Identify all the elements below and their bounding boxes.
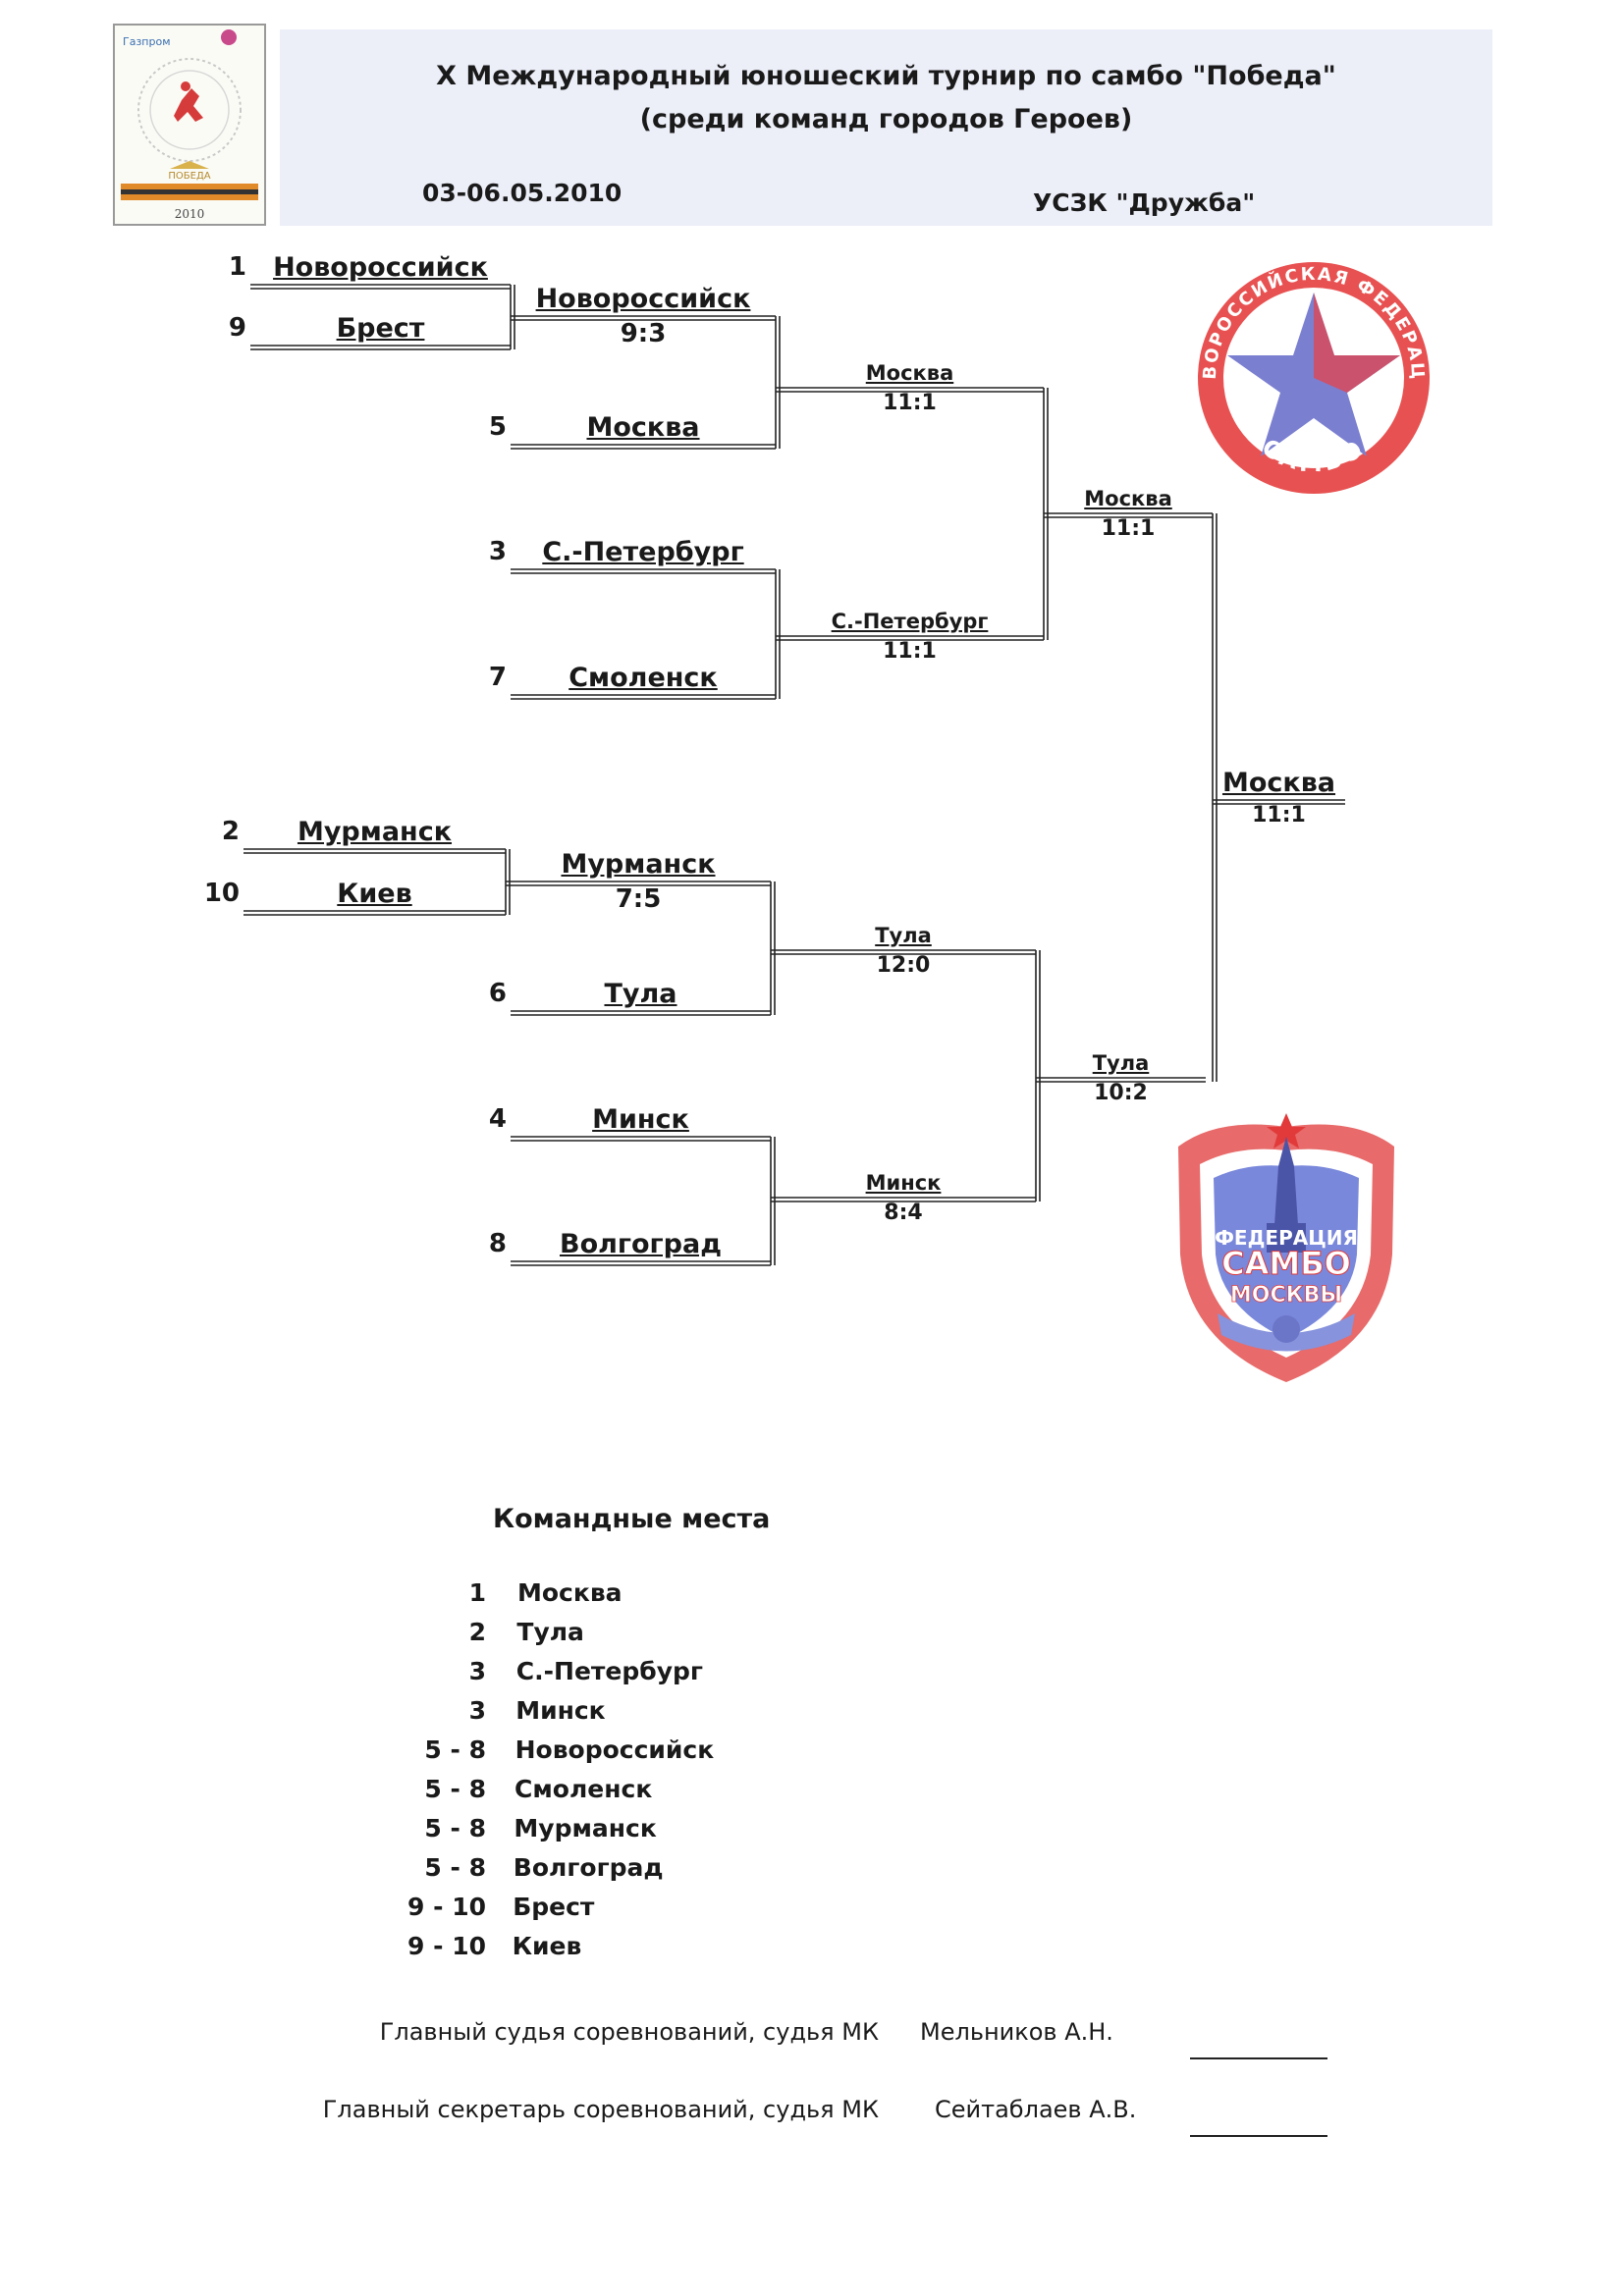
place-team: Мурманск (514, 1814, 657, 1842)
place-team: Новороссийск (514, 1735, 715, 1764)
seed-number: 7 (488, 663, 507, 692)
logo-banner-text: ПОБЕДА (168, 171, 210, 182)
match-winner: Москва (865, 361, 954, 385)
match-score: 9:3 (620, 319, 667, 348)
official-role: Главный судья соревнований, судья МК (379, 2018, 879, 2046)
entry-team: Тула (604, 979, 677, 1009)
header-band (280, 29, 1492, 226)
victory-tournament-logo-icon: Газпром ПОБЕДА 2010 (113, 24, 266, 226)
entry-team: С.-Петербург (542, 537, 744, 567)
place-number: 9 - 10 (407, 1893, 486, 1921)
match-winner: Тула (875, 924, 932, 947)
place-number: 5 - 8 (424, 1775, 486, 1803)
place-team: Киев (512, 1932, 582, 1960)
match-score: 10:2 (1094, 1081, 1148, 1105)
novorossiysk-sambo-star-logo-icon: НОВОРОССИЙСКАЯ ФЕДЕРАЦИЯ САМБО (1167, 240, 1430, 494)
dates: 03-06.05.2010 (422, 179, 623, 207)
logo-year: 2010 (175, 207, 205, 221)
place-team: Смоленск (514, 1775, 653, 1803)
place-team: Тула (516, 1618, 584, 1646)
place-team: Москва (517, 1578, 623, 1607)
place-team: С.-Петербург (515, 1657, 703, 1685)
match-winner: Тула (1092, 1051, 1150, 1075)
place-team: Брест (513, 1893, 595, 1921)
place-number: 5 - 8 (424, 1814, 486, 1842)
place-number: 9 - 10 (407, 1932, 486, 1960)
signature-line (1190, 2057, 1327, 2059)
match-score: 7:5 (615, 884, 662, 914)
entry-team: Волгоград (559, 1229, 723, 1259)
seed-number: 8 (488, 1229, 507, 1258)
match-score: 11:1 (1101, 516, 1156, 541)
places-title: Командные места (493, 1504, 771, 1534)
place-number: 1 (468, 1578, 486, 1607)
entry-team: Смоленск (568, 663, 718, 693)
title-line-2: (среди команд городов Героев) (639, 104, 1133, 134)
official-role: Главный секретарь соревнований, судья МК (322, 2096, 879, 2123)
shield-line-2: САМБО (1221, 1245, 1351, 1282)
match-score: 11:1 (1252, 803, 1306, 828)
seed-number: 9 (228, 313, 246, 343)
match-score: 12:0 (876, 953, 931, 978)
match-winner: Новороссийск (535, 284, 751, 314)
seed-number: 1 (228, 252, 246, 282)
top-right-logo: НОВОРОССИЙСКАЯ ФЕДЕРАЦИЯ САМБО (1167, 240, 1451, 501)
shield-line-3: МОСКВЫ (1230, 1283, 1342, 1308)
shield-line-1: ФЕДЕРАЦИЯ (1215, 1226, 1358, 1250)
entry-team: Минск (592, 1104, 689, 1135)
bottom-right-logo: ФЕДЕРАЦИЯ САМБО МОСКВЫ (1159, 1107, 1414, 1387)
seed-number: 10 (203, 879, 240, 908)
signature-line (1190, 2135, 1327, 2137)
match-winner: С.-Петербург (831, 610, 989, 633)
match-score: 11:1 (883, 639, 937, 664)
bracket-lines (244, 284, 1345, 1266)
venue: УСЗК "Дружба" (1033, 188, 1256, 217)
left-logo: Газпром ПОБЕДА 2010 (111, 22, 268, 228)
moscow-sambo-federation-shield-icon: ФЕДЕРАЦИЯ САМБО МОСКВЫ (1178, 1113, 1394, 1382)
title-line-1: X Международный юношеский турнир по самб… (436, 61, 1336, 91)
official-name: Сейтаблаев А.В. (935, 2096, 1137, 2123)
place-number: 5 - 8 (424, 1735, 486, 1764)
seed-number: 6 (488, 979, 507, 1008)
entry-team: Москва (586, 412, 700, 443)
match-winner: Минск (865, 1171, 942, 1195)
logo-top-text: Газпром (123, 35, 171, 48)
entry-team: Новороссийск (273, 252, 488, 283)
place-number: 3 (468, 1696, 486, 1725)
official-name: Мельников А.Н. (920, 2018, 1113, 2046)
entry-team: Киев (337, 879, 412, 909)
seed-number: 3 (488, 537, 507, 566)
place-number: 3 (468, 1657, 486, 1685)
place-team: Волгоград (513, 1853, 664, 1882)
match-score: 11:1 (883, 391, 937, 415)
entry-team: Мурманск (297, 817, 453, 847)
tournament-bracket (244, 284, 1345, 1266)
match-winner: Москва (1084, 487, 1172, 510)
place-number: 5 - 8 (424, 1853, 486, 1882)
seed-number: 4 (488, 1104, 507, 1134)
place-team: Минск (515, 1696, 606, 1725)
seed-number: 2 (221, 817, 240, 846)
place-number: 2 (468, 1618, 486, 1646)
match-winner: Мурманск (561, 849, 716, 880)
match-score: 8:4 (884, 1201, 923, 1225)
match-winner: Москва (1221, 768, 1336, 798)
entry-team: Брест (336, 313, 425, 344)
seed-number: 5 (488, 412, 507, 442)
